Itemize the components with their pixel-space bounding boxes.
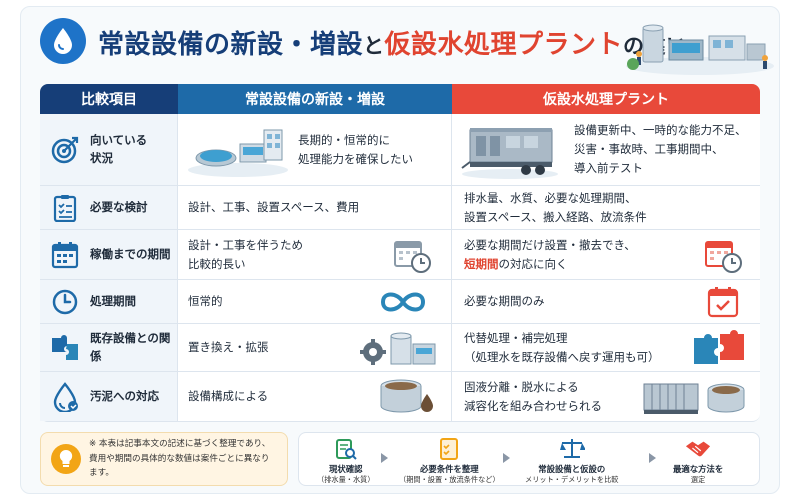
table-header: 比較項目 常設設備の新設・増設 仮設水処理プラント [40, 84, 760, 114]
header-permanent: 常設設備の新設・増設 [178, 84, 452, 114]
flow-step-sub: 選定 [690, 475, 706, 484]
clock-icon [50, 287, 80, 317]
flow-arrow-icon [503, 453, 510, 463]
row-permanent-text: 長期的・恒常的に 処理能力を確保したい [298, 132, 413, 166]
flow-step: 常設設備と仮設の メリット・デメリットを比較 [525, 437, 618, 485]
row-item-cell: 既存設備との関係 [40, 324, 178, 371]
decision-flow: 現状確認 （排水量・水質） 必要条件を整理 （期間・設置・放流条件など） 常設設… [298, 432, 760, 486]
row-permanent-cell: 恒常的 [178, 280, 452, 323]
comparison-table: 比較項目 常設設備の新設・増設 仮設水処理プラント 向いている 状況 長期的・恒… [40, 84, 760, 422]
title-permanent: 常設設備の新設・増設 [98, 30, 364, 60]
flow-step-title: 現状確認 [329, 464, 363, 474]
row-permanent-text: 恒常的 [188, 294, 223, 309]
row-temporary-cell: 設備更新中、一時的な能力不足、 災害・事故時、工事期間中、 導入前テスト [452, 114, 760, 185]
flow-arrow-icon [649, 453, 656, 463]
target-icon [50, 135, 80, 165]
calendar-clock-icon [705, 241, 742, 273]
handshake-icon [685, 437, 711, 461]
checklist-icon [50, 193, 80, 223]
table-row: 汚泥への対応 設備構成による 固液分離・脱水による 減容化を組み合わせられる [40, 372, 760, 422]
row-temporary-cell: 必要な期間だけ設置・撤去でき、 短期間の対応に向く [452, 230, 760, 279]
clipboard-search-icon [333, 437, 359, 461]
row-item-cell: 稼働までの期間 [40, 230, 178, 279]
table-row: 既存設備との関係 置き換え・拡張 代替処理・補完処理 （処理水を既存設備へ戻す運… [40, 324, 760, 372]
flow-step-sub: （排水量・水質） [317, 475, 375, 484]
title-temporary: 仮設水処理プラント [384, 30, 624, 60]
calendar-clock-icon [394, 241, 431, 273]
row-temporary-cell: 排水量、水質、必要な処理期間、 設置スペース、搬入経路、放流条件 [452, 186, 760, 229]
infinity-icon [380, 292, 426, 312]
title-connector: と [363, 34, 385, 58]
row-permanent-text: 置き換え・拡張 [188, 340, 269, 355]
row-item-cell: 汚泥への対応 [40, 372, 178, 421]
calendar-check-icon [707, 287, 739, 318]
row-item-label: 処理期間 [90, 293, 136, 308]
page-header: 常設設備の新設・増設と仮設水処理プラントの違い [40, 14, 780, 75]
footnote-text: ※ 本表は記事本文の記述に基づく整理であり、 費用や期間の具体的な数値は案件ごと… [89, 439, 271, 479]
sludge-tank-illustration [380, 379, 433, 413]
checklist-icon [436, 437, 462, 461]
row-item-label: 汚泥への対応 [90, 388, 159, 403]
short-term-highlight: 短期間 [464, 256, 499, 271]
row-permanent-cell: 設備構成による [178, 372, 452, 421]
gear-tank-illustration [360, 332, 436, 365]
lightbulb-icon [51, 444, 81, 474]
flow-step-title: 必要条件を整理 [420, 464, 479, 474]
row-temporary-text: 必要な期間だけ設置・撤去でき、 短期間の対応に向く [464, 236, 636, 274]
flow-step-title: 最適な方法を [673, 464, 724, 474]
flow-step-sub: （期間・設置・放流条件など） [399, 475, 500, 484]
flow-arrow-icon [381, 453, 388, 463]
table-row: 稼働までの期間 設計・工事を伴うため 比較的長い 必要な期間だけ設置・撤去でき、… [40, 230, 760, 280]
flow-step-title: 常設設備と仮設の [538, 464, 606, 474]
row-item-label: 稼働までの期間 [90, 246, 171, 261]
plant-illustration [626, 24, 774, 75]
header-item: 比較項目 [40, 84, 178, 114]
table-row: 必要な検討 設計、工事、設置スペース、費用 排水量、水質、必要な処理期間、 設置… [40, 186, 760, 230]
row-permanent-text: 設計、工事、設置スペース、費用 [188, 200, 360, 215]
scale-icon [559, 437, 585, 461]
temporary-text-part2: の対応に向く [498, 256, 568, 271]
table-row: 処理期間 恒常的 必要な期間のみ [40, 280, 760, 324]
row-item-cell: 必要な検討 [40, 186, 178, 229]
row-permanent-cell: 設計・工事を伴うため 比較的長い [178, 230, 452, 279]
flow-step: 最適な方法を 選定 [673, 437, 723, 485]
puzzle-pieces-icon [694, 330, 744, 364]
row-item-label: 必要な検討 [90, 199, 148, 214]
table-row: 向いている 状況 長期的・恒常的に 処理能力を確保したい [40, 114, 760, 186]
footnote-box: ※ 本表は記事本文の記述に基づく整理であり、 費用や期間の具体的な数値は案件ごと… [40, 432, 288, 486]
row-permanent-cell: 設計、工事、設置スペース、費用 [178, 186, 452, 229]
row-temporary-text: 代替処理・補完処理 （処理水を既存設備へ戻す運用も可） [464, 330, 660, 364]
row-item-cell: 処理期間 [40, 280, 178, 323]
row-temporary-cell: 必要な期間のみ [452, 280, 760, 323]
row-permanent-cell: 置き換え・拡張 [178, 324, 452, 371]
header-temporary: 仮設水処理プラント [452, 84, 760, 114]
dewatering-illustration [643, 383, 745, 414]
calendar-icon [50, 240, 80, 270]
page-title: 常設設備の新設・増設と仮設水処理プラントの違い [98, 24, 688, 61]
flow-step: 現状確認 （排水量・水質） [317, 437, 375, 485]
row-temporary-text: 必要な期間のみ [464, 294, 545, 309]
row-permanent-text: 設計・工事を伴うため 比較的長い [188, 237, 303, 271]
row-temporary-cell: 代替処理・補完処理 （処理水を既存設備へ戻す運用も可） [452, 324, 760, 371]
row-item-label: 既存設備との関係 [90, 331, 171, 363]
row-temporary-text: 設備更新中、一時的な能力不足、 災害・事故時、工事期間中、 導入前テスト [574, 123, 747, 175]
plant-facility-illustration [188, 129, 288, 177]
row-temporary-cell: 固液分離・脱水による 減容化を組み合わせられる [452, 372, 760, 421]
flow-step-sub: メリット・デメリットを比較 [525, 475, 619, 484]
row-temporary-text: 固液分離・脱水による 減容化を組み合わせられる [464, 379, 602, 413]
water-drop-icon [40, 18, 86, 64]
trailer-plant-illustration [461, 128, 558, 179]
row-temporary-text: 排水量、水質、必要な処理期間、 設置スペース、搬入経路、放流条件 [464, 190, 647, 224]
row-permanent-text: 設備構成による [188, 389, 269, 404]
row-item-cell: 向いている 状況 [40, 114, 178, 185]
sludge-drop-icon [50, 381, 80, 412]
row-item-label: 向いている 状況 [90, 133, 148, 165]
temporary-text-part1: 必要な期間だけ設置・撤去でき、 [464, 237, 636, 252]
row-permanent-cell: 長期的・恒常的に 処理能力を確保したい [178, 114, 452, 185]
flow-step: 必要条件を整理 （期間・設置・放流条件など） [399, 437, 500, 485]
puzzle-icon [50, 333, 80, 363]
